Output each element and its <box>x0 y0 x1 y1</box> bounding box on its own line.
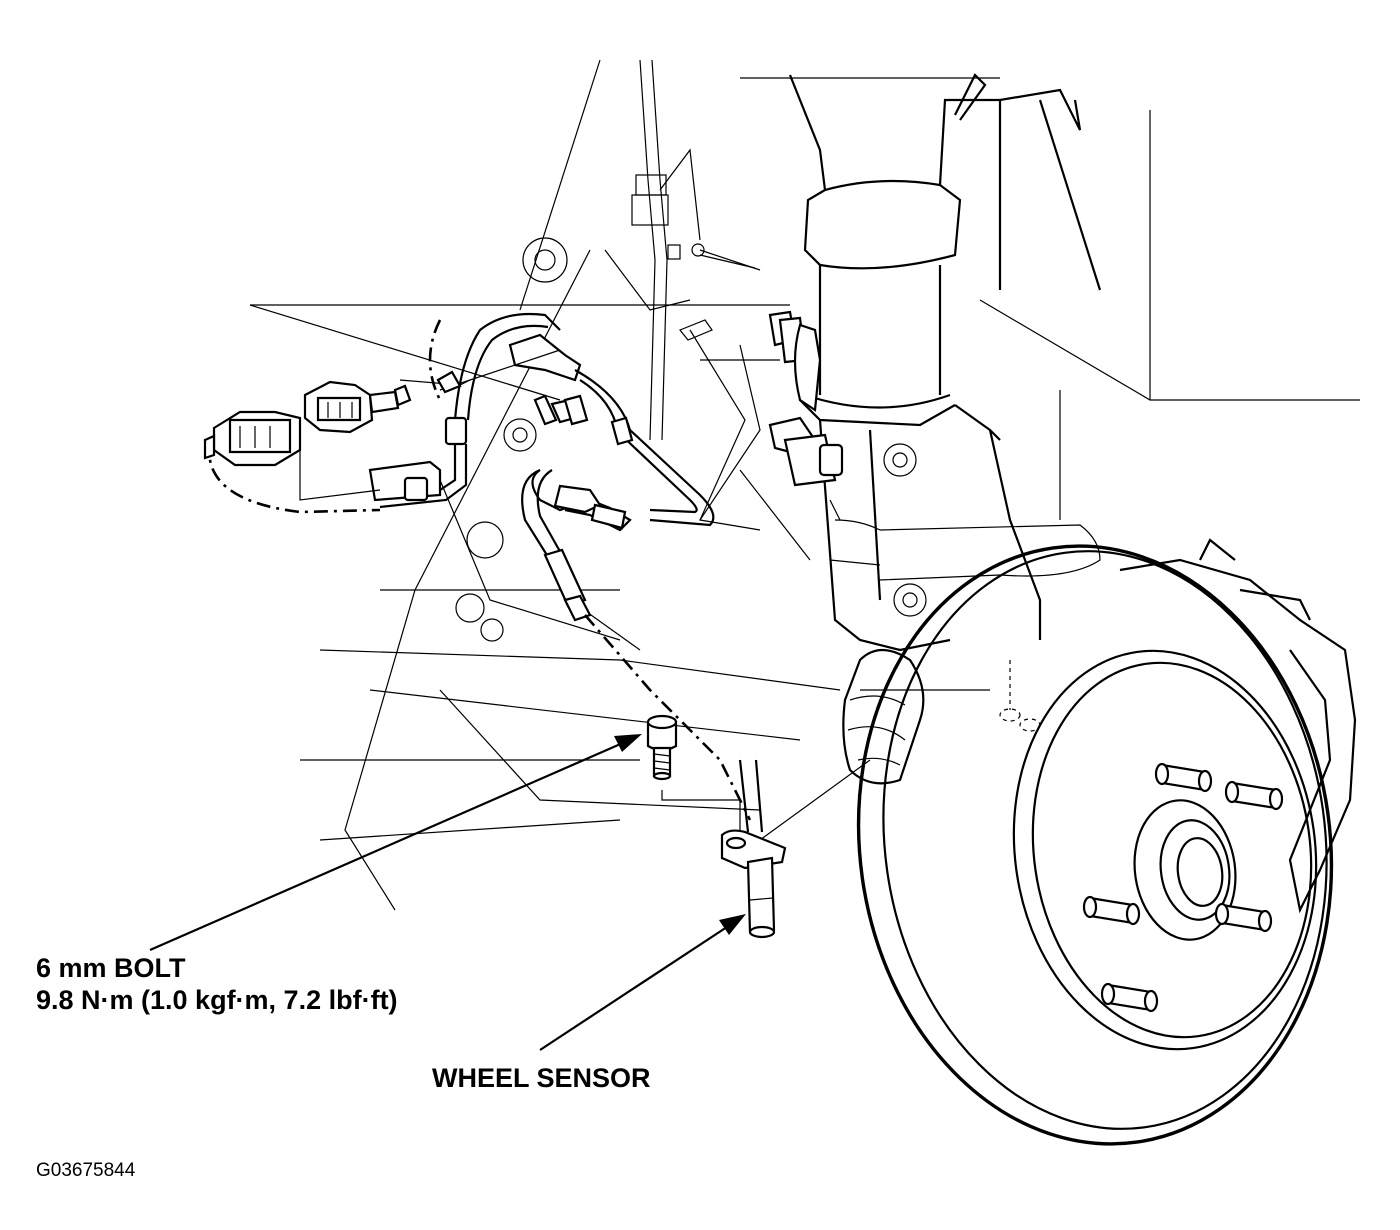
figure-id: G03675844 <box>36 1160 136 1181</box>
harness-connector-left <box>203 410 302 467</box>
six-mm-bolt <box>646 714 741 830</box>
harness-connector-right <box>303 380 412 434</box>
callout-leaders <box>149 734 746 1051</box>
wheel-sensor <box>720 829 787 939</box>
wheel-studs <box>1082 762 1284 1013</box>
brake-disc-hub <box>842 538 1357 1146</box>
bolt-torque-spec: 9.8 N·m (1.0 kgf·m, 7.2 lbf·ft) <box>36 985 398 1015</box>
wheel-sensor-label: WHEEL SENSOR <box>432 1063 651 1093</box>
sensor-harness <box>203 310 844 833</box>
background-structure <box>249 59 1360 911</box>
strut-assembly <box>788 73 1102 652</box>
bolt-label-title: 6 mm BOLT <box>36 953 186 983</box>
